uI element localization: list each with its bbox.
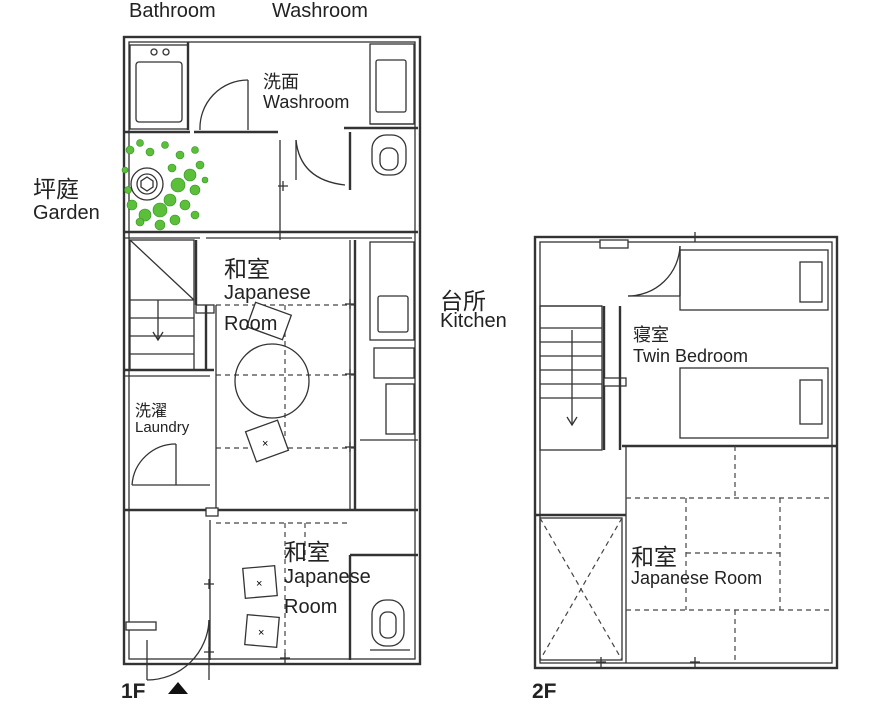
entrance-arrow-icon: [168, 682, 188, 694]
toilet-icon: [370, 599, 410, 651]
kitchen-counter: [353, 240, 418, 510]
japanese-room-2f-jp: 和室: [631, 544, 677, 570]
japanese-room-upper-en2: Room: [224, 313, 278, 335]
garden-lantern: [130, 167, 164, 201]
laundry: [124, 368, 418, 517]
stairs-2f: [539, 305, 627, 451]
japanese-room-2f: [625, 446, 832, 663]
1f-outer-walls: [122, 35, 422, 666]
japanese-room-2f-en: Japanese Room: [631, 568, 763, 588]
japanese-room-upper-en1: Japanese: [224, 282, 311, 304]
stair-arrow-icon: [152, 331, 164, 342]
bathroom-top-label: Bathroom: [129, 0, 216, 22]
2f-outer-walls: [533, 235, 839, 670]
garden-plants: [121, 139, 209, 231]
japanese-room-lower-en2: Room: [284, 596, 338, 618]
garden-label-jp: 坪庭: [33, 176, 79, 202]
twin-beds: [679, 249, 829, 439]
floor-2f-label: 2F: [532, 680, 557, 703]
garden-label-en: Garden: [33, 202, 100, 224]
washroom-label-jp: 洗面: [263, 72, 299, 92]
toilet-upper: [279, 132, 407, 240]
washroom-top-label: Washroom: [272, 0, 368, 22]
washroom-label-en: Washroom: [263, 92, 350, 112]
bathroom: [124, 42, 190, 134]
bedroom-door: [599, 239, 681, 297]
washroom-door: [194, 79, 278, 134]
entrance-door: [125, 619, 210, 694]
1f-markers: [204, 181, 355, 663]
floor-1f-label: 1F: [121, 680, 146, 703]
svg-text:×: ×: [258, 627, 264, 639]
closet-2f: [535, 513, 626, 661]
kitchen-label-en: Kitchen: [440, 310, 507, 332]
japanese-room-upper: ×: [215, 240, 355, 510]
japanese-room-upper-jp: 和室: [224, 256, 270, 282]
twin-bedroom-en: Twin Bedroom: [633, 346, 749, 366]
laundry-label-jp: 洗濯: [135, 403, 168, 420]
washroom-vanity: [344, 43, 418, 130]
svg-text:×: ×: [256, 578, 262, 590]
japanese-room-lower-jp: 和室: [284, 539, 330, 565]
twin-bedroom-jp: 寝室: [633, 325, 669, 345]
stair-arrow-icon: [566, 416, 578, 427]
svg-text:×: ×: [262, 438, 268, 450]
laundry-label-en: Laundry: [135, 419, 190, 436]
2f-markers: [596, 232, 700, 667]
kitchen-label-jp: 台所: [440, 288, 486, 314]
stairs-1f: [129, 239, 215, 371]
japanese-room-lower: × ×: [209, 520, 418, 660]
japanese-room-lower-en1: Japanese: [284, 566, 371, 588]
